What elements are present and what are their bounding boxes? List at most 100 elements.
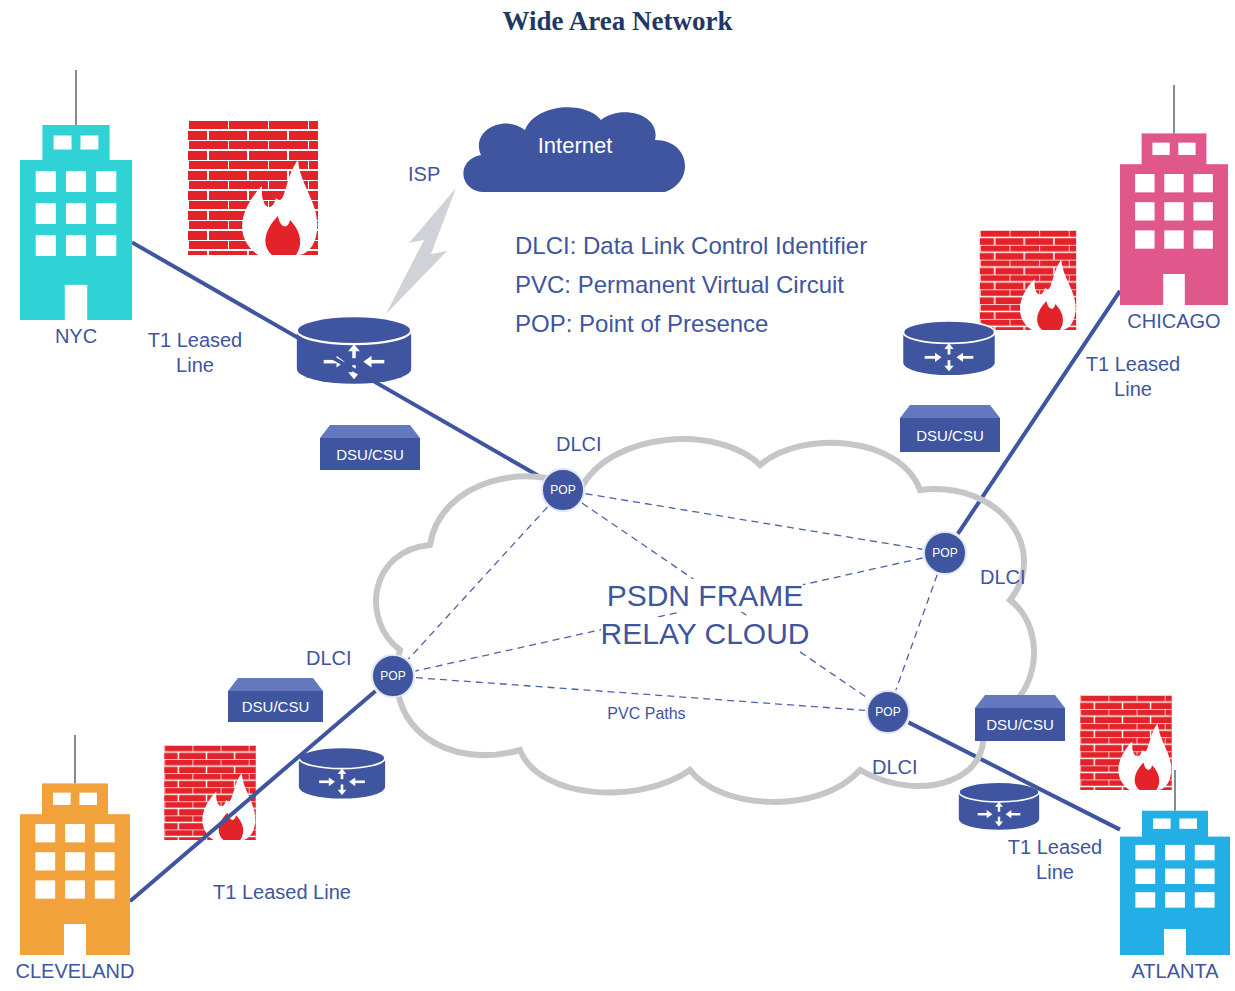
building-shape [20, 70, 132, 320]
shape-part [35, 824, 55, 842]
device-label: DSU/CSU [336, 446, 404, 463]
shape-part [65, 880, 85, 898]
pvc-path [896, 575, 937, 691]
shape-part [1142, 811, 1208, 838]
annotation-label: ISP [408, 162, 468, 187]
shape-part [1174, 770, 1176, 811]
shape-part [66, 171, 86, 192]
internet-cloud: Internet [455, 100, 695, 200]
shape-part [36, 171, 56, 192]
cloud-label: Internet [538, 133, 613, 167]
shape-part [95, 880, 115, 898]
shape-part [1164, 230, 1183, 248]
dsu-csu-box: DSU/CSU [228, 678, 323, 722]
shape-part [1135, 202, 1154, 220]
annotation-label: DLCI [872, 755, 942, 780]
pvc-path [586, 494, 923, 550]
shape-part [1153, 818, 1171, 828]
device-label: DSU/CSU [916, 427, 984, 444]
site-name: CLEVELAND [0, 959, 170, 983]
shape-part [1193, 174, 1212, 192]
pop-circle: POP [541, 468, 585, 512]
router-nyc [297, 316, 411, 384]
shape-part [35, 880, 55, 898]
router-cleveland [299, 747, 385, 798]
shape-part [96, 203, 116, 224]
pop-label: POP [550, 483, 575, 497]
shape-part [228, 678, 323, 691]
shape-part [65, 852, 85, 870]
shape-part [1195, 869, 1215, 884]
annotation-label: T1 Leased Line [140, 328, 250, 378]
building-node: CLEVELAND [20, 735, 130, 983]
shape-part [1163, 274, 1185, 305]
shape-part [42, 783, 108, 815]
firewall-chicago [980, 230, 1076, 330]
shape-part [1164, 174, 1183, 192]
shape-part [20, 160, 132, 320]
t1-leased-line [132, 242, 543, 478]
firewall-cleveland [164, 745, 255, 840]
shape-part [1173, 85, 1175, 133]
glossary-note: PVC: Permanent Virtual Circuit [515, 270, 965, 300]
shape-part [1142, 133, 1207, 165]
shape-part [1135, 230, 1154, 248]
shape-part [96, 235, 116, 256]
annotation-label: DLCI [556, 432, 626, 457]
shape-part [65, 285, 87, 320]
pop-circle: POP [923, 531, 967, 575]
shape-part [36, 203, 56, 224]
shape-part [1165, 869, 1185, 884]
pvc-path [415, 558, 922, 671]
shape-part [1120, 164, 1228, 305]
shape-part [975, 708, 1065, 741]
shape-part [1135, 174, 1154, 192]
shape-part [53, 793, 71, 805]
shape-part [1164, 929, 1186, 955]
pop-label: POP [932, 546, 957, 560]
dsu-csu-box: DSU/CSU [900, 405, 1000, 452]
building-node: CHICAGO [1120, 85, 1228, 333]
shape-part [228, 691, 323, 722]
glossary-note: DLCI: Data Link Control Identifier [515, 231, 965, 261]
shape-part [1193, 202, 1212, 220]
site-name: NYC [0, 324, 172, 348]
annotation-label: DLCI [980, 565, 1050, 590]
pop-label: POP [875, 705, 900, 719]
annotation-label: T1 Leased Line [1078, 352, 1188, 402]
shape-part [975, 695, 1065, 708]
device-label: DSU/CSU [986, 716, 1054, 733]
building-shape [1120, 770, 1230, 955]
shape-part [65, 824, 85, 842]
building-node: ATLANTA [1120, 770, 1230, 983]
shape-part [79, 793, 97, 805]
shape-part [900, 405, 1000, 418]
shape-part [1135, 845, 1155, 860]
shape-part [463, 107, 685, 192]
pop-circle: POP [371, 654, 415, 698]
shape-part [75, 70, 77, 125]
building-shape [1120, 85, 1228, 305]
shape-part [1179, 818, 1197, 828]
shape-part [376, 439, 1034, 802]
shape-part [35, 852, 55, 870]
shape-part [1135, 869, 1155, 884]
shape-part [42, 125, 109, 161]
dsu-csu-box: DSU/CSU [975, 695, 1065, 741]
shape-part [95, 824, 115, 842]
router-atlanta [959, 782, 1039, 830]
shape-part [1120, 837, 1230, 955]
t1-leased-line [130, 691, 376, 901]
site-name: ATLANTA [1080, 959, 1235, 983]
annotation-label: DLCI [306, 646, 366, 671]
pop-label: POP [380, 669, 405, 683]
isp-lightning [386, 188, 456, 314]
shape-part [1152, 143, 1169, 155]
shape-part [1193, 230, 1212, 248]
dsu-csu-box: DSU/CSU [320, 425, 420, 470]
shape-part [320, 425, 420, 438]
annotation-label: T1 Leased Line [1000, 835, 1110, 885]
edge-label: PVC Paths [604, 705, 688, 723]
